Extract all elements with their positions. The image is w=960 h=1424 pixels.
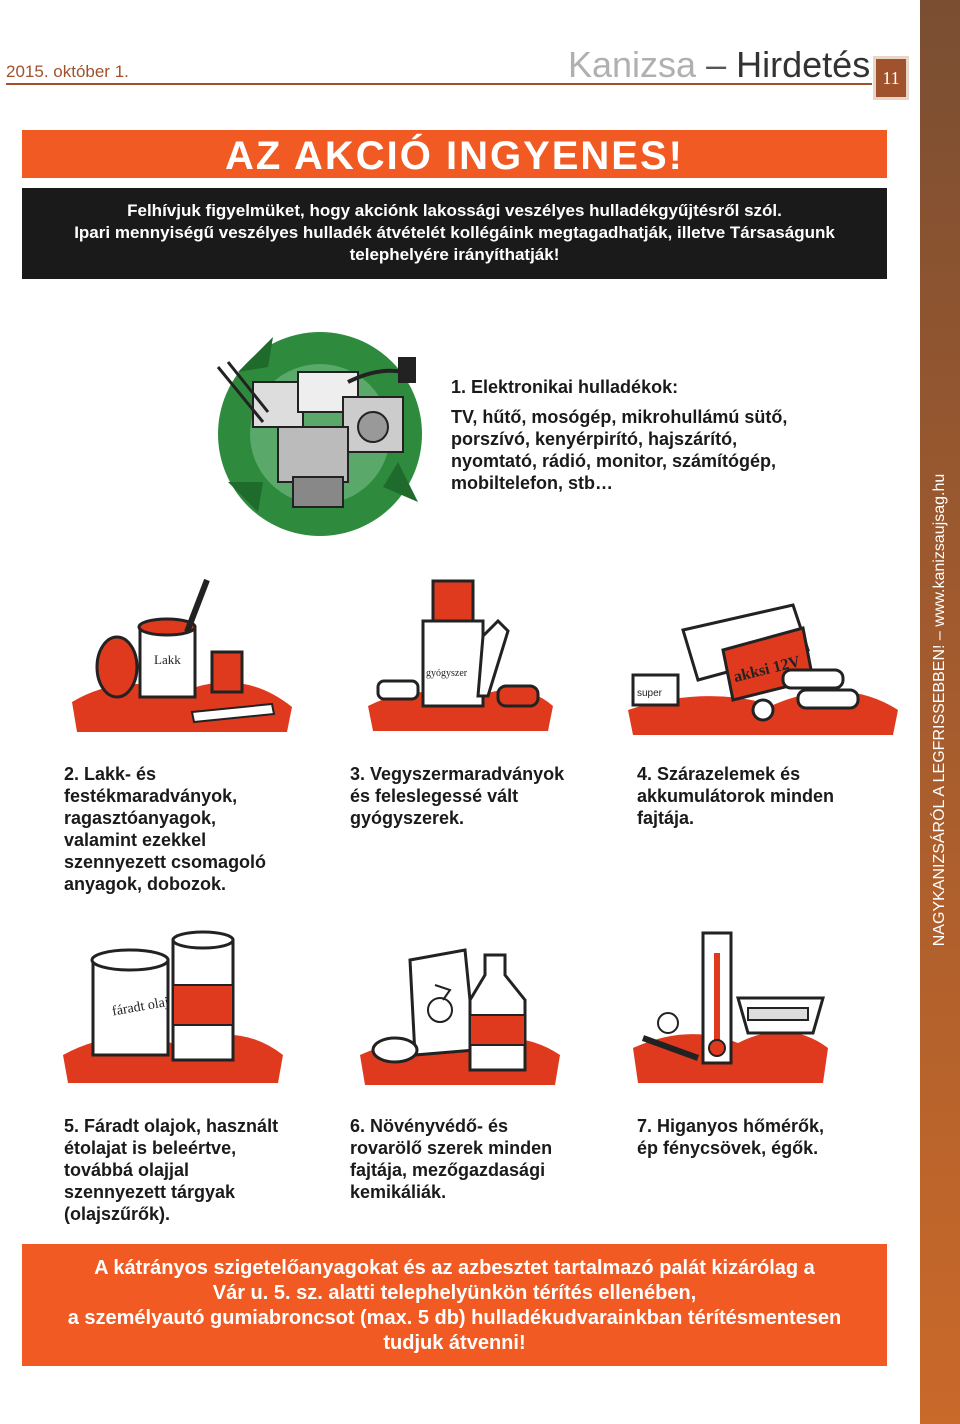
electronics-recycle-illustration [216, 332, 422, 536]
category-line: TV, hűtő, mosógép, mikrohullámú sütő, [451, 407, 788, 427]
category-line: és feleslegessé vált [350, 786, 519, 806]
footer-line: Vár u. 5. sz. alatti telephelyünkön térí… [212, 1282, 697, 1304]
category-line: (olajszűrők). [64, 1204, 171, 1224]
small-battery-label: super [637, 688, 663, 699]
category-line: továbbá olajjal [64, 1160, 190, 1180]
page-number: 11 [873, 56, 909, 100]
category-paints: 2. Lakk- és festékmaradványok, ragasztóa… [64, 763, 266, 895]
side-bar [920, 0, 960, 1424]
sidebar-slogan: NAGYKANIZSÁRÓL A LEGFRISSEBBEN! – www.ka… [931, 473, 948, 947]
category-line: mobiltelefon, stb… [451, 473, 613, 493]
category-oils: 5. Fáradt olajok, használt étolajat is b… [64, 1115, 278, 1225]
footer-line: a személyautó gumiabroncsot (max. 5 db) … [67, 1307, 842, 1329]
category-heading: 7. Higanyos hőmérők, [637, 1116, 825, 1136]
category-heading: 4. Szárazelemek és [637, 764, 801, 784]
category-heading: 2. Lakk- és [64, 764, 157, 784]
category-heading: 3. Vegyszermaradványok [350, 764, 565, 784]
category-line: rovarölő szerek minden [350, 1138, 553, 1158]
pesticides-illustration [360, 948, 560, 1085]
batteries-illustration: akksi 12V super [628, 603, 898, 735]
oil-cans-illustration: fáradt olaj [63, 930, 283, 1083]
paint-can-label: Lakk [154, 652, 181, 667]
notice-box: Felhívjuk figyelmüket, hogy akciónk lako… [22, 188, 887, 279]
category-line: akkumulátorok minden [637, 786, 835, 806]
category-line: fajtája, mezőgazdasági [350, 1160, 546, 1180]
category-line: ragasztóanyagok, [64, 808, 217, 828]
footer-notice-banner: A kátrányos szigetelőanyagokat és az azb… [22, 1244, 887, 1366]
category-line: szennyezett csomagoló [64, 852, 267, 872]
title-kanizsa: Kanizsa [568, 44, 697, 85]
notice-line: Felhívjuk figyelmüket, hogy akciónk lako… [127, 201, 782, 220]
category-line: szennyezett tárgyak [64, 1182, 236, 1202]
category-line: kemikáliák. [350, 1182, 447, 1202]
title-hirdetes: Hirdetés [736, 44, 871, 85]
medicine-bottles-illustration: gyógyszer [368, 579, 553, 731]
paint-cans-illustration: Lakk [72, 578, 292, 732]
category-line: anyagok, dobozok. [64, 874, 227, 894]
free-action-banner: AZ AKCIÓ INGYENES! [22, 130, 887, 178]
category-line: fajtája. [637, 808, 695, 828]
title-dash: – [706, 44, 727, 85]
category-line: étolajat is beleértve, [64, 1138, 237, 1158]
category-line: porszívó, kenyérpirító, hajszárító, [451, 429, 738, 449]
category-heading: 6. Növényvédő- és [350, 1116, 509, 1136]
category-line: gyógyszerek. [350, 808, 465, 828]
category-line: valamint ezekkel [64, 830, 207, 850]
footer-line: tudjuk átvenni! [383, 1332, 526, 1354]
category-line: festékmaradványok, [64, 786, 238, 806]
category-chemicals: 3. Vegyszermaradványok és feleslegessé v… [350, 763, 564, 829]
category-line: nyomtató, rádió, monitor, számítógép, [451, 451, 777, 471]
notice-line: telephelyére irányíthatják! [349, 245, 560, 264]
category-mercury: 7. Higanyos hőmérők, ép fénycsövek, égők… [637, 1115, 824, 1159]
category-line [451, 398, 787, 406]
category-pesticides: 6. Növényvédő- és rovarölő szerek minden… [350, 1115, 552, 1203]
category-electronics: 1. Elektronikai hulladékok: TV, hűtő, mo… [451, 376, 787, 494]
medicine-label: gyógyszer [426, 668, 468, 679]
category-heading: 5. Fáradt olajok, használt [64, 1116, 279, 1136]
header-divider [6, 83, 872, 85]
category-line: ép fénycsövek, égők. [637, 1138, 819, 1158]
category-batteries: 4. Szárazelemek és akkumulátorok minden … [637, 763, 834, 829]
notice-line: Ipari mennyiségű veszélyes hulladék átvé… [74, 223, 835, 242]
thermometers-illustration [633, 931, 828, 1083]
publication-title: Kanizsa – Hirdetés [568, 44, 870, 86]
issue-date: 2015. október 1. [6, 62, 129, 81]
category-heading: 1. Elektronikai hulladékok: [451, 377, 679, 397]
footer-line: A kátrányos szigetelőanyagokat és az azb… [94, 1257, 815, 1279]
